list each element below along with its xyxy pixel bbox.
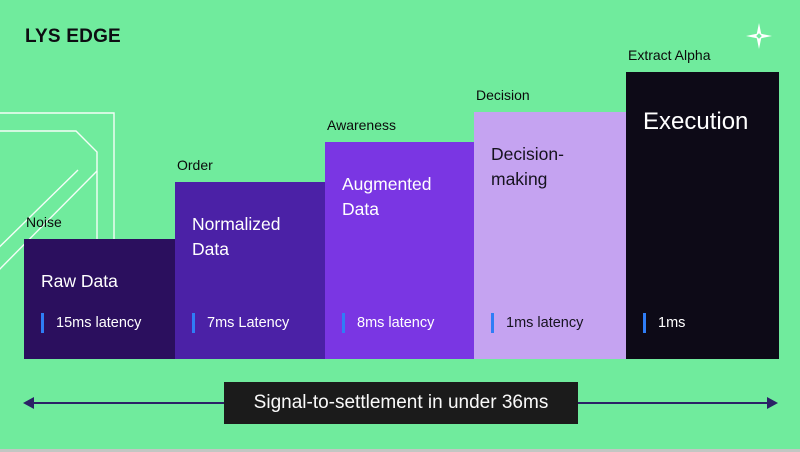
stage-label: Extract Alpha xyxy=(628,47,711,63)
latency-value: 1ms latency xyxy=(506,315,584,331)
stage-normalized-data: Order Normalized Data 7ms Latency xyxy=(175,157,325,359)
stage-title: Augmented Data xyxy=(342,174,432,220)
stage-label: Decision xyxy=(476,87,530,103)
latency-row: 1ms xyxy=(643,313,685,333)
latency-value: 8ms latency xyxy=(357,315,435,331)
latency-value: 1ms xyxy=(658,315,686,331)
stage-title: Decision-making xyxy=(491,144,564,190)
latency-tick-icon xyxy=(192,313,195,333)
stage-augmented-data: Awareness Augmented Data 8ms latency xyxy=(325,117,474,359)
stage-bar: Execution 1ms xyxy=(626,72,779,359)
stage-title: Raw Data xyxy=(41,271,118,291)
stage-execution: Extract Alpha Execution 1ms xyxy=(626,47,779,359)
stage-label: Awareness xyxy=(327,117,397,133)
latency-tick-icon xyxy=(491,313,494,333)
stage-label: Noise xyxy=(26,214,62,230)
latency-value: 7ms Latency xyxy=(207,315,290,331)
latency-tick-icon xyxy=(643,313,646,333)
sparkle-icon xyxy=(746,23,772,49)
arrowhead-right-icon xyxy=(767,397,778,409)
stage-bar: Normalized Data 7ms Latency xyxy=(175,182,325,359)
stage-title: Execution xyxy=(643,108,749,135)
stage-raw-data: Noise Raw Data 15ms latency xyxy=(24,214,175,359)
latency-row: 15ms latency xyxy=(41,313,141,333)
arrowhead-left-icon xyxy=(23,397,34,409)
bottom-edge-strip xyxy=(0,449,800,452)
stage-bar: Augmented Data 8ms latency xyxy=(325,142,474,359)
stage-title: Normalized Data xyxy=(192,214,281,260)
latency-row: 1ms latency xyxy=(491,313,583,333)
brand-logo: LYS EDGE xyxy=(25,26,121,47)
latency-tick-icon xyxy=(41,313,44,333)
latency-row: 7ms Latency xyxy=(192,313,289,333)
stage-bar: Decision-making 1ms latency xyxy=(474,112,626,359)
stage-bar: Raw Data 15ms latency xyxy=(24,239,175,359)
settlement-banner-text: Signal-to-settlement in under 36ms xyxy=(253,392,549,413)
latency-row: 8ms latency xyxy=(342,313,434,333)
latency-tick-icon xyxy=(342,313,345,333)
settlement-banner: Signal-to-settlement in under 36ms xyxy=(224,382,578,424)
stage-label: Order xyxy=(177,157,213,173)
stage-decision-making: Decision Decision-making 1ms latency xyxy=(474,87,626,359)
latency-value: 15ms latency xyxy=(56,315,142,331)
